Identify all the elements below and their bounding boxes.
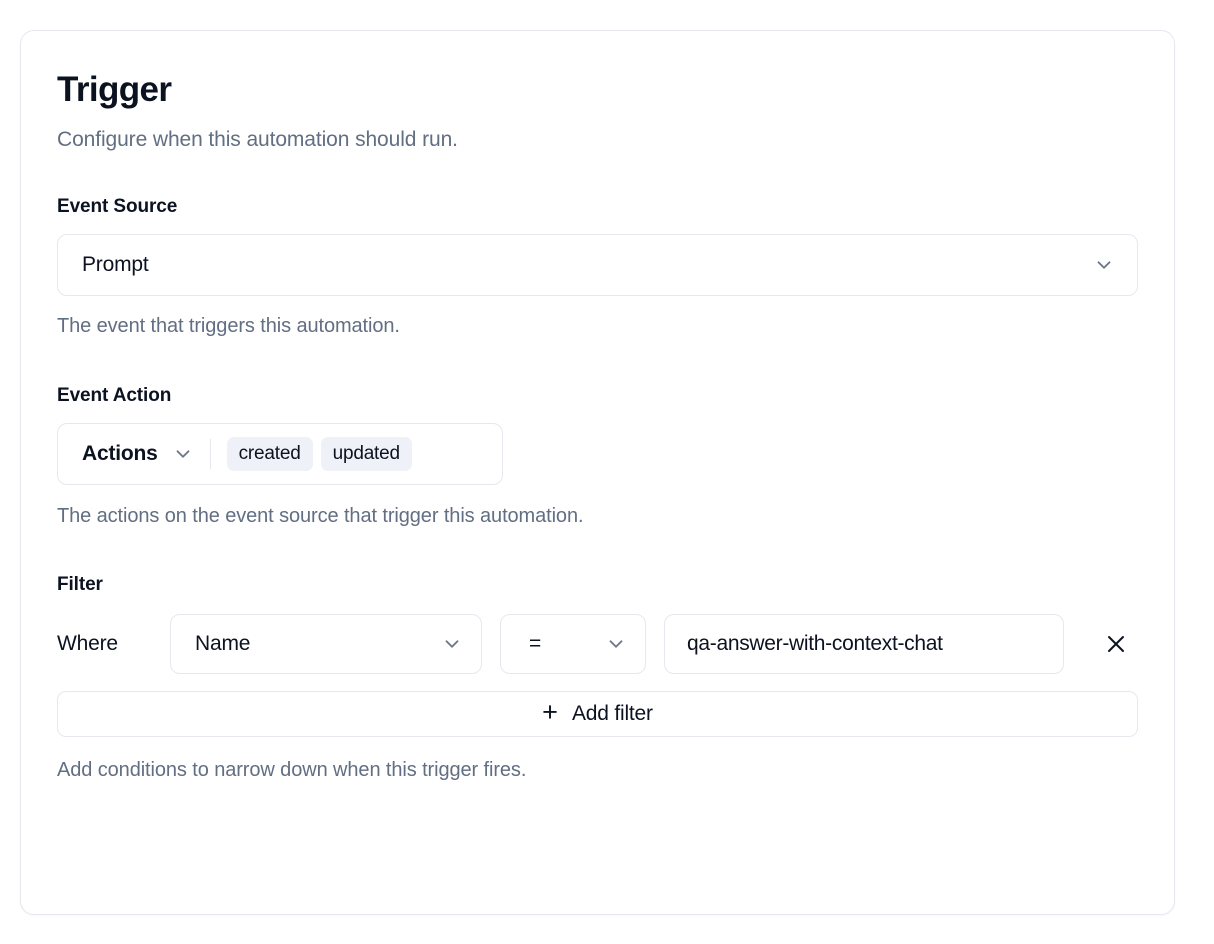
filter-field-value: Name — [195, 631, 251, 655]
plus-icon: + — [542, 696, 558, 727]
add-filter-button[interactable]: + Add filter — [57, 690, 1138, 737]
remove-filter-button[interactable] — [1098, 626, 1134, 662]
event-source-section: Event Source Prompt The event that trigg… — [57, 196, 1138, 338]
add-filter-label: Add filter — [571, 701, 653, 725]
chevron-down-icon — [1093, 254, 1115, 276]
filter-row: Where Name = — [57, 613, 1138, 674]
close-icon — [1104, 632, 1128, 656]
chevron-down-icon — [441, 633, 463, 655]
page-subtitle: Configure when this automation should ru… — [57, 127, 458, 151]
event-action-tag[interactable]: created — [226, 436, 313, 471]
event-action-control: Actions created updated — [57, 422, 503, 485]
filter-value-field[interactable] — [664, 613, 1064, 674]
event-action-dropdown-label: Actions — [82, 441, 158, 465]
event-source-value: Prompt — [82, 252, 149, 276]
chevron-down-icon — [605, 633, 627, 655]
where-label: Where — [57, 631, 118, 655]
filter-field-select[interactable]: Name — [170, 613, 482, 674]
divider — [209, 438, 211, 469]
filter-section: Filter Where Name = — [57, 574, 1138, 782]
event-action-section: Event Action Actions created updated The… — [57, 385, 1138, 528]
filter-label: Filter — [57, 573, 103, 595]
event-action-tag[interactable]: updated — [320, 436, 412, 471]
filter-help: Add conditions to narrow down when this … — [57, 758, 527, 781]
trigger-card: Trigger Configure when this automation s… — [20, 30, 1175, 915]
page-title: Trigger — [57, 70, 172, 109]
event-action-help: The actions on the event source that tri… — [57, 504, 584, 527]
chevron-down-icon — [172, 443, 194, 465]
event-source-help: The event that triggers this automation. — [57, 314, 400, 337]
filter-value-input[interactable] — [687, 631, 1047, 656]
event-action-label: Event Action — [57, 384, 172, 406]
event-action-tag-list: created updated — [226, 436, 412, 471]
filter-operator-select[interactable]: = — [500, 613, 646, 674]
filter-operator-value: = — [529, 631, 542, 655]
event-action-dropdown[interactable]: Actions — [82, 442, 210, 466]
event-source-label: Event Source — [57, 195, 178, 217]
event-source-select[interactable]: Prompt — [57, 233, 1138, 296]
